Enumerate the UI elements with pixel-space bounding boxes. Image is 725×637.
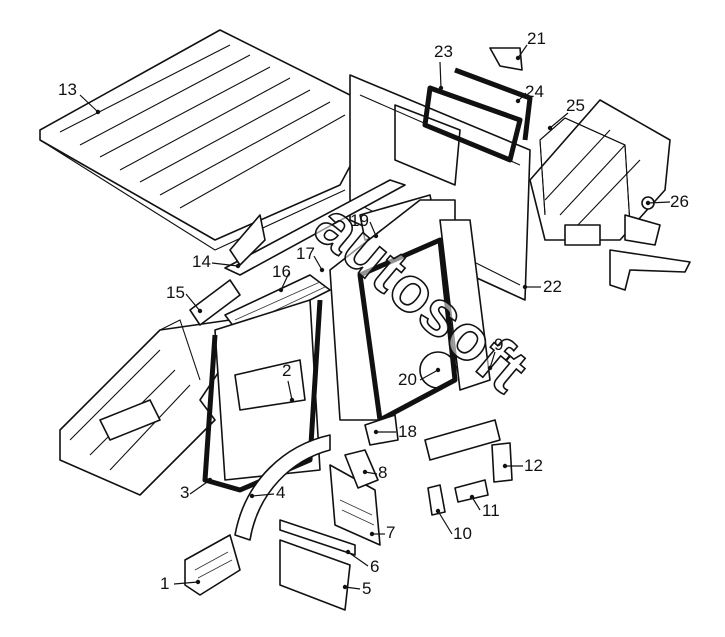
side-rails: [189, 179, 491, 423]
leader-line-16: [280, 272, 290, 291]
leader-line-19: [369, 221, 377, 237]
callout-23: 23: [434, 42, 453, 61]
leader-dot-10: [435, 508, 441, 514]
leader-dot-23: [438, 85, 444, 91]
rear-body-panel: [349, 74, 531, 301]
wheel-arch-inner: [202, 299, 323, 493]
rear-chassis: [529, 99, 691, 291]
leader-line-10: [437, 510, 453, 535]
callout-24: 24: [525, 82, 544, 101]
callout-3: 3: [180, 483, 189, 502]
leader-line-6: [347, 551, 369, 567]
leader-dot-13: [95, 109, 101, 115]
leader-line-26: [647, 201, 671, 204]
leader-dot-11: [469, 494, 475, 500]
leader-line-13: [79, 94, 99, 113]
callout-2: 2: [282, 361, 291, 380]
wheel-arch-trim: [234, 434, 331, 541]
leader-dot-2: [289, 397, 295, 403]
callout-12: 12: [524, 456, 543, 475]
leader-dot-6: [345, 549, 351, 555]
leader-line-15: [185, 293, 201, 312]
leader-line-1: [173, 581, 199, 585]
leader-line-4: [251, 493, 275, 497]
leader-line-11: [471, 496, 481, 511]
leader-line-20: [419, 369, 439, 381]
callout-1: 1: [160, 574, 169, 593]
leader-dot-15: [197, 308, 203, 314]
callout-5: 5: [362, 579, 371, 598]
callout-21: 21: [527, 29, 546, 48]
callout-17: 17: [296, 244, 315, 263]
leader-line-3: [189, 479, 211, 495]
leader-dot-20: [435, 367, 441, 373]
leader-dot-24: [515, 98, 521, 104]
leader-line-17: [313, 255, 323, 271]
roof-panel: [39, 29, 381, 251]
leader-dot-18: [373, 429, 379, 435]
leader-dot-3: [207, 477, 213, 483]
leader-dot-26: [645, 200, 651, 206]
leader-dot-14: [235, 263, 241, 269]
callout-10: 10: [453, 524, 472, 543]
callout-26: 26: [670, 192, 689, 211]
leader-dot-5: [342, 584, 348, 590]
callout-22: 22: [543, 277, 562, 296]
callout-25: 25: [566, 96, 585, 115]
leader-line-9: [489, 351, 496, 369]
callout-20: 20: [398, 370, 417, 389]
leader-dot-21: [515, 55, 521, 61]
leader-dot-16: [278, 287, 284, 293]
leader-dot-9: [487, 365, 493, 371]
leader-dot-17: [319, 267, 325, 273]
leader-dot-7: [369, 531, 375, 537]
callout-6: 6: [370, 557, 379, 576]
callout-13: 13: [58, 80, 77, 99]
leader-line-14: [211, 262, 239, 267]
callout-7: 7: [386, 523, 395, 542]
leader-dot-25: [547, 125, 553, 131]
callout-11: 11: [482, 501, 500, 520]
callout-9: 9: [494, 335, 503, 354]
leader-line-2: [287, 380, 293, 401]
frame-tubes: [539, 117, 631, 226]
leader-dot-8: [362, 469, 368, 475]
leader-dot-12: [502, 463, 508, 469]
leader-line-25: [549, 112, 569, 129]
leader-line-21: [517, 44, 528, 59]
callout-16: 16: [272, 262, 291, 281]
callout-18: 18: [398, 422, 417, 441]
chassis-frame: [59, 319, 241, 496]
callout-14: 14: [192, 252, 211, 271]
callout-15: 15: [166, 283, 185, 302]
leader-dot-1: [195, 579, 201, 585]
window-seals: [422, 67, 533, 163]
callout-8: 8: [378, 463, 387, 482]
small-brackets: [364, 414, 513, 516]
leader-line-5: [344, 586, 361, 590]
callout-19: 19: [350, 211, 369, 230]
callout-4: 4: [276, 483, 285, 502]
leader-dot-22: [522, 284, 528, 290]
leader-line-23: [439, 61, 442, 89]
bracket: [489, 47, 523, 71]
leader-dot-4: [249, 493, 255, 499]
leader-dot-19: [373, 233, 379, 239]
